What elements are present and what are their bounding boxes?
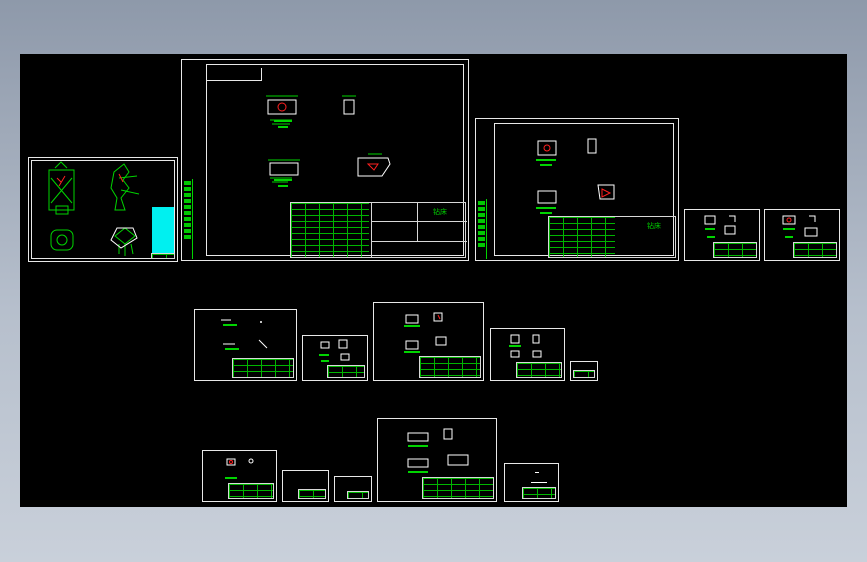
drawing-sheet-assembly[interactable] [28, 157, 178, 262]
title-block [573, 370, 595, 378]
part-views-icon [782, 215, 818, 238]
drawing-sheet-mid-2[interactable] [302, 335, 368, 381]
drawing-sheet-bottom-4[interactable] [377, 418, 497, 502]
drawing-sheet-mid-5[interactable] [570, 361, 598, 381]
sheet-frame [31, 160, 175, 259]
assembly-drawing-icon [48, 161, 140, 256]
part-views-icon [531, 472, 547, 483]
title-block [232, 358, 294, 378]
part-views-icon [404, 312, 447, 353]
part-views-icon [319, 339, 350, 362]
drawing-sheet-bottom-1[interactable] [202, 450, 277, 502]
drawing-sheet-right[interactable]: 钻床 [475, 118, 679, 261]
drawing-sheet-main[interactable]: 钻床 [181, 59, 469, 261]
part-views-icon [266, 95, 391, 187]
drawing-sheet-bottom-5[interactable] [504, 463, 559, 502]
title-block [422, 477, 494, 499]
part-views-icon [704, 215, 736, 238]
part-views-icon [407, 428, 469, 473]
side-strip [183, 179, 193, 259]
drawing-sheet-small-1[interactable] [684, 209, 760, 261]
title-block [347, 491, 369, 499]
side-strip [477, 199, 487, 259]
title-block [419, 356, 481, 378]
title-block [793, 242, 837, 258]
part-views-icon [225, 458, 254, 479]
drawing-sheet-mid-3[interactable] [373, 302, 484, 381]
cad-model-space[interactable]: 钻床 钻床 [20, 54, 847, 507]
drawing-sheet-mid-4[interactable] [490, 328, 565, 381]
drawing-sheet-bottom-3[interactable] [334, 476, 372, 502]
sheet-stamp: 钻床 [433, 208, 447, 216]
title-block [298, 489, 326, 499]
sheet-corner-box [206, 68, 262, 81]
title-block [713, 242, 757, 258]
title-block-highlight [152, 207, 174, 253]
sheet-stamp: 钻床 [647, 222, 661, 230]
title-block [327, 365, 365, 378]
title-block [522, 487, 556, 499]
title-block [151, 253, 175, 259]
title-block: 钻床 [290, 202, 467, 258]
part-views-icon [536, 138, 615, 214]
drawing-sheet-bottom-2[interactable] [282, 470, 329, 502]
title-block [516, 362, 562, 378]
drawing-sheet-small-2[interactable] [764, 209, 840, 261]
title-block [228, 483, 274, 499]
drawing-sheet-mid-1[interactable] [194, 309, 297, 381]
part-views-icon [221, 319, 268, 350]
part-views-icon [509, 334, 542, 358]
title-block: 钻床 [548, 216, 676, 258]
